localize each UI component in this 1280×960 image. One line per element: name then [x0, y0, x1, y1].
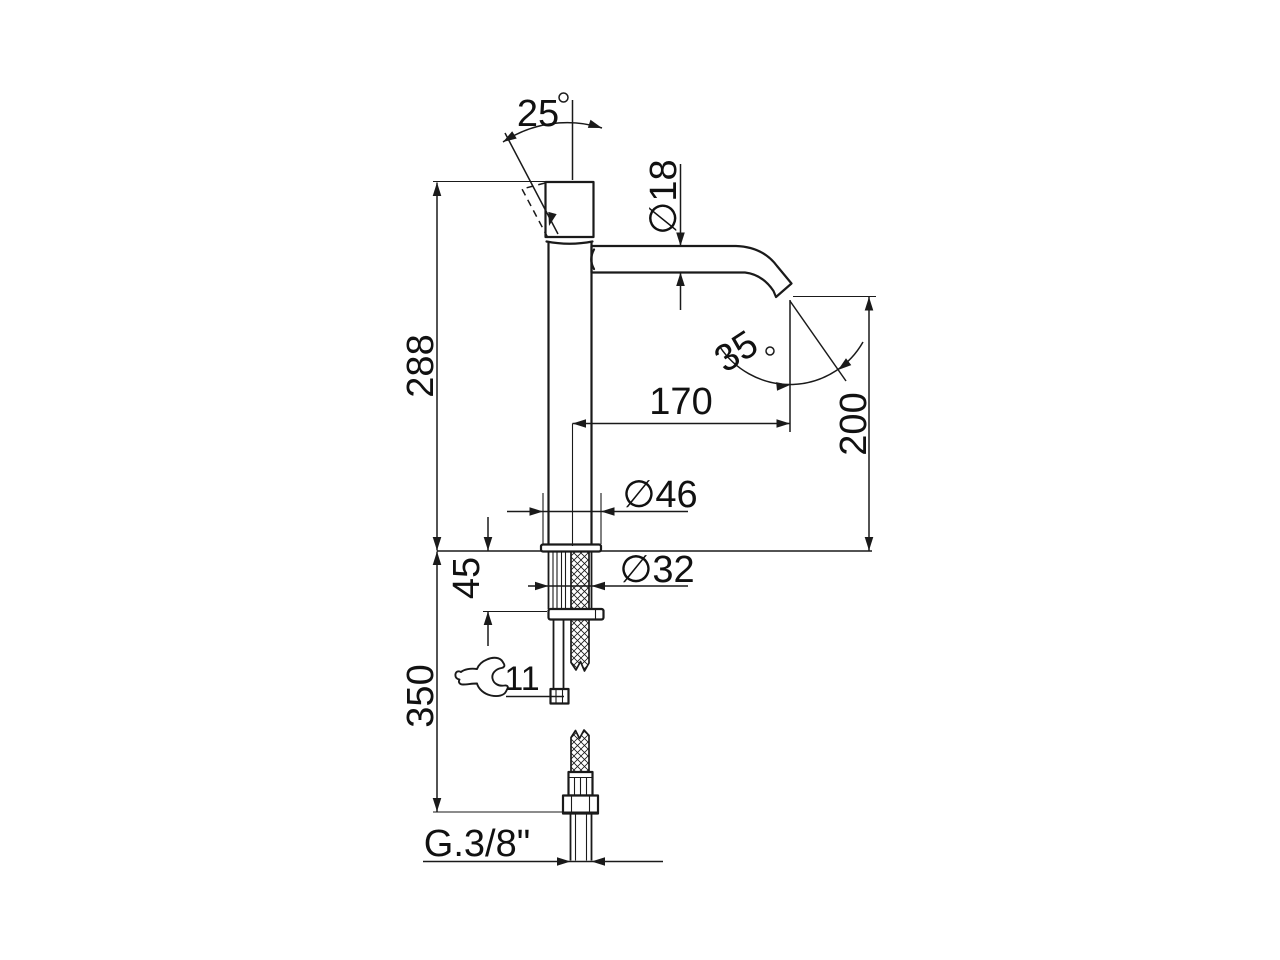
- mounting-washer: [547, 607, 605, 621]
- dim-hole-diameter: ∅32: [528, 549, 695, 591]
- faucet-handle: [520, 180, 595, 245]
- wrench-size-callout: 11: [454, 656, 564, 698]
- arrowhead: [776, 380, 791, 391]
- faucet-body: [547, 241, 593, 546]
- degree-symbol: [765, 346, 775, 356]
- dim-base-diameter: ∅46: [507, 474, 698, 544]
- dim-body-height-label: 288: [400, 334, 442, 397]
- dim-spout-reach: 170: [571, 381, 790, 546]
- hose-hex-nut: [561, 794, 600, 815]
- arrowhead: [432, 551, 442, 565]
- dim-spout-diameter-label: ∅18: [643, 159, 685, 234]
- dim-hole-diameter-label: ∅32: [619, 549, 694, 591]
- dim-outlet-height-label: 200: [833, 392, 875, 455]
- handle-tilted-outline: [520, 182, 549, 239]
- hose-threaded-end: [569, 813, 593, 861]
- tie-rod: [552, 619, 565, 689]
- arrowhead: [601, 507, 615, 516]
- arrowhead: [432, 798, 442, 812]
- wrench-size-label: 11: [504, 660, 539, 698]
- arrowhead: [591, 581, 605, 591]
- dim-handle-angle: 25: [500, 92, 604, 235]
- arrowhead: [432, 182, 442, 196]
- degree-symbol: [558, 92, 569, 103]
- flex-hose-lower: [570, 729, 590, 773]
- mounting-shank: [547, 551, 593, 609]
- dim-base-diameter-label: ∅46: [622, 474, 697, 516]
- base-flange: [539, 543, 603, 553]
- dim-deck-thickness: 45: [446, 517, 547, 646]
- hose-ferrule: [567, 770, 594, 797]
- dim-spout-reach-label: 170: [649, 381, 712, 423]
- dim-outlet-height: 200: [793, 295, 876, 551]
- arrowhead: [500, 131, 517, 146]
- arrowhead: [483, 611, 493, 625]
- dim-hose-drop: 350: [400, 551, 597, 813]
- supply-thread-label: G.3/8": [424, 823, 530, 865]
- arrowhead: [591, 857, 605, 866]
- dim-supply-thread: G.3/8": [423, 823, 663, 866]
- arrowhead: [529, 507, 543, 516]
- arrowhead: [572, 419, 586, 428]
- arrowhead: [776, 419, 790, 428]
- arrowhead: [864, 537, 874, 551]
- arrowhead: [535, 581, 549, 591]
- dim-deck-thickness-label: 45: [446, 557, 488, 599]
- arrowhead: [864, 297, 874, 311]
- dim-spout-diameter: ∅18: [643, 159, 685, 310]
- dim-body-height: 288: [400, 180, 549, 551]
- arrowhead: [676, 272, 685, 286]
- dim-outlet-angle-label: 35: [707, 323, 765, 381]
- wrench-icon: [454, 656, 509, 698]
- arrowhead: [557, 857, 571, 866]
- arrowhead: [483, 537, 493, 551]
- dim-handle-angle-label: 25: [517, 93, 559, 135]
- faucet-spout: [590, 244, 793, 299]
- dim-hose-drop-label: 350: [400, 664, 442, 727]
- arrowhead: [432, 537, 442, 551]
- handle-joint-ring: [545, 240, 594, 245]
- arrowhead: [587, 119, 604, 133]
